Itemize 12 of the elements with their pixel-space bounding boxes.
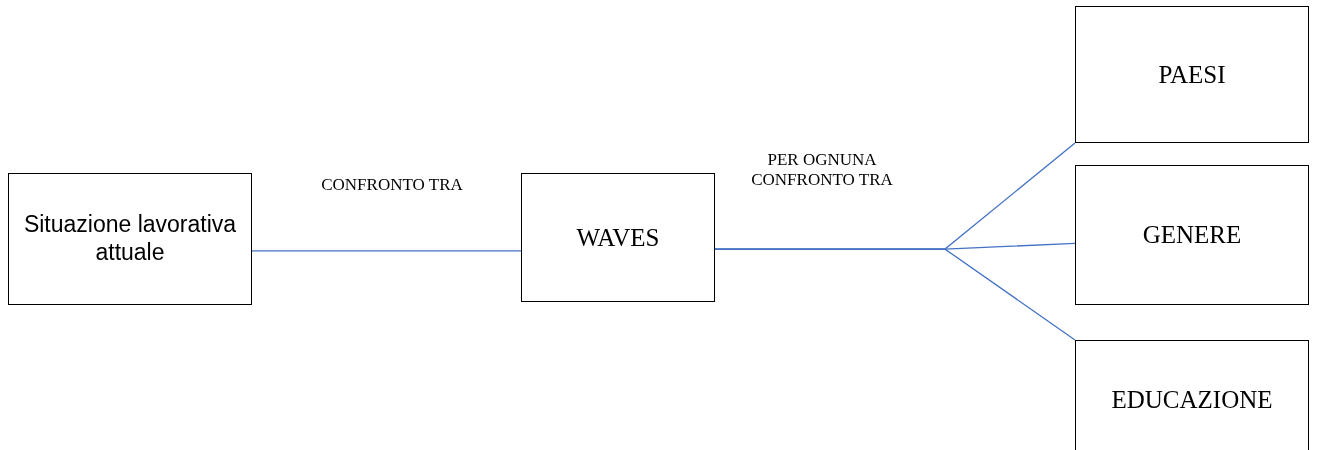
node-label: Situazione lavorativa attuale xyxy=(22,211,238,267)
node-label: WAVES xyxy=(576,222,660,253)
connector-line xyxy=(714,248,1076,341)
node-label: EDUCAZIONE xyxy=(1111,385,1273,415)
text-box xyxy=(1075,165,1309,305)
text-box xyxy=(1075,6,1309,143)
text-box xyxy=(521,173,715,302)
node-label: PAESI xyxy=(1158,59,1226,90)
connector-line xyxy=(251,250,522,252)
text-box xyxy=(8,173,252,305)
text-box xyxy=(1075,340,1309,450)
node-label: GENERE xyxy=(1142,220,1242,250)
